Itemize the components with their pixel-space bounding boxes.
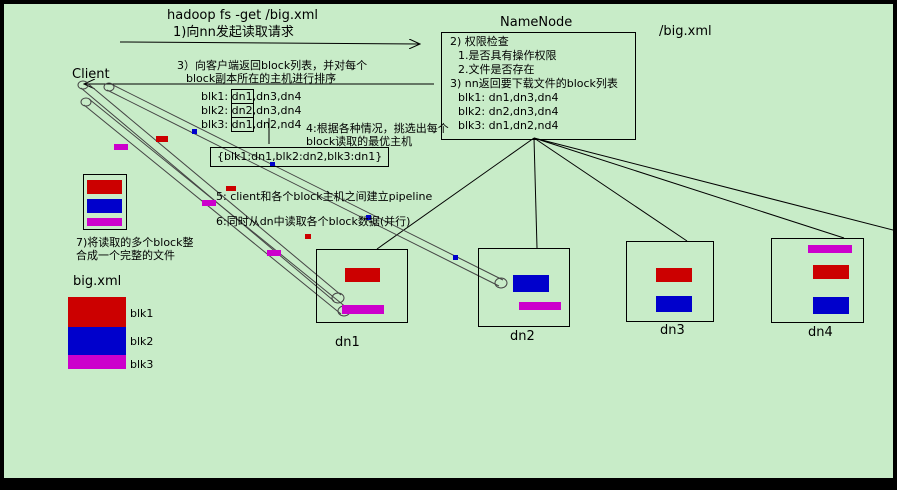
datanode-dn1 bbox=[316, 249, 408, 323]
bigxml-title: big.xml bbox=[73, 274, 122, 289]
dn3-block-blk2 bbox=[656, 296, 692, 312]
datanode-label-dn1: dn1 bbox=[335, 335, 360, 350]
pipeline-3 bbox=[103, 82, 508, 289]
datanode-label-dn2: dn2 bbox=[510, 329, 535, 344]
bigxml-block-blk2 bbox=[68, 327, 126, 355]
step-7-text-line2: 合成一个完整的文件 bbox=[76, 249, 175, 262]
namenode-line: blk3: dn1,dn2,nd4 bbox=[458, 119, 559, 132]
namenode-links bbox=[268, 118, 893, 250]
namenode-line: 2.文件是否存在 bbox=[458, 63, 535, 76]
dn4-block-blk2 bbox=[813, 297, 849, 314]
client-buffer-box bbox=[83, 174, 127, 230]
namenode-box: 2) 权限检查 1.是否具有操作权限 2.文件是否存在 3) nn返回要下载文件… bbox=[441, 32, 636, 140]
dn1-block-blk3 bbox=[342, 305, 384, 314]
client-block-list-row-3: blk3: dn1,dn2,nd4 bbox=[201, 117, 302, 132]
selected-dn-highlight: dn1 bbox=[230, 117, 254, 132]
dn2-block-blk2 bbox=[513, 275, 549, 292]
pipeline-blocks bbox=[114, 129, 458, 260]
step-4-text-line1: 4:根据各种情况，挑选出每个 bbox=[306, 122, 449, 135]
dn4-block-blk3 bbox=[808, 245, 852, 253]
client-block-list-row-2: blk2: dn2,dn3,dn4 bbox=[201, 103, 302, 118]
datanode-dn4 bbox=[771, 238, 864, 323]
step-3-text-line1: 3）向客户端返回block列表，并对每个 bbox=[177, 59, 368, 72]
dn4-block-blk1 bbox=[813, 265, 849, 279]
connector-layer bbox=[77, 4, 893, 317]
client-block-list-row-1: blk1: dn1,dn3,dn4 bbox=[201, 89, 302, 104]
namenode-title: NameNode bbox=[500, 15, 573, 30]
datanode-dn2 bbox=[478, 248, 570, 327]
bigxml-label-blk1: blk1 bbox=[130, 307, 154, 320]
step-1-text: 1)向nn发起读取请求 bbox=[173, 25, 294, 40]
selected-dn-highlight: dn2 bbox=[230, 103, 254, 118]
step-4-text-line2: block读取的最优主机 bbox=[306, 135, 413, 148]
client-block-blk1 bbox=[87, 180, 122, 194]
client-block-blk2 bbox=[87, 199, 122, 213]
namenode-line: 1.是否具有操作权限 bbox=[458, 49, 557, 62]
dn1-block-blk1 bbox=[345, 268, 380, 282]
step-3-text-line2: block副本所在的主机进行排序 bbox=[186, 72, 337, 85]
file-path-label: /big.xml bbox=[659, 24, 712, 39]
datanode-label-dn4: dn4 bbox=[808, 325, 833, 340]
dn2-block-blk3 bbox=[519, 302, 561, 310]
namenode-line: 2) 权限检查 bbox=[450, 35, 509, 48]
diagram-canvas: hadoop fs -get /big.xml 1)向nn发起读取请求 Name… bbox=[4, 4, 893, 478]
selected-hosts-box: {blk1:dn1,blk2:dn2,blk3:dn1} bbox=[210, 147, 390, 167]
step-5-text: 5: client和各个block主机之间建立pipeline bbox=[216, 190, 433, 203]
selected-dn-highlight: dn1 bbox=[230, 89, 254, 104]
bigxml-block-blk3 bbox=[68, 355, 126, 369]
request-arrow bbox=[119, 42, 420, 44]
dn3-block-blk1 bbox=[656, 268, 692, 282]
step-7-text-line1: 7)将读取的多个block整 bbox=[76, 236, 194, 249]
bigxml-label-blk2: blk2 bbox=[130, 335, 154, 348]
datanode-label-dn3: dn3 bbox=[660, 323, 685, 338]
namenode-line: 3) nn返回要下载文件的block列表 bbox=[450, 77, 618, 90]
client-label: Client bbox=[72, 67, 110, 82]
command-text: hadoop fs -get /big.xml bbox=[167, 8, 318, 23]
datanode-dn3 bbox=[626, 241, 714, 322]
step-6-text: 6:同时从dn中读取各个block数据(并行) bbox=[216, 215, 411, 228]
namenode-line: blk2: dn2,dn3,dn4 bbox=[458, 105, 559, 118]
bigxml-block-blk1 bbox=[68, 297, 126, 327]
namenode-line: blk1: dn1,dn3,dn4 bbox=[458, 91, 559, 104]
bigxml-label-blk3: blk3 bbox=[130, 358, 154, 371]
client-block-blk3 bbox=[87, 218, 122, 226]
